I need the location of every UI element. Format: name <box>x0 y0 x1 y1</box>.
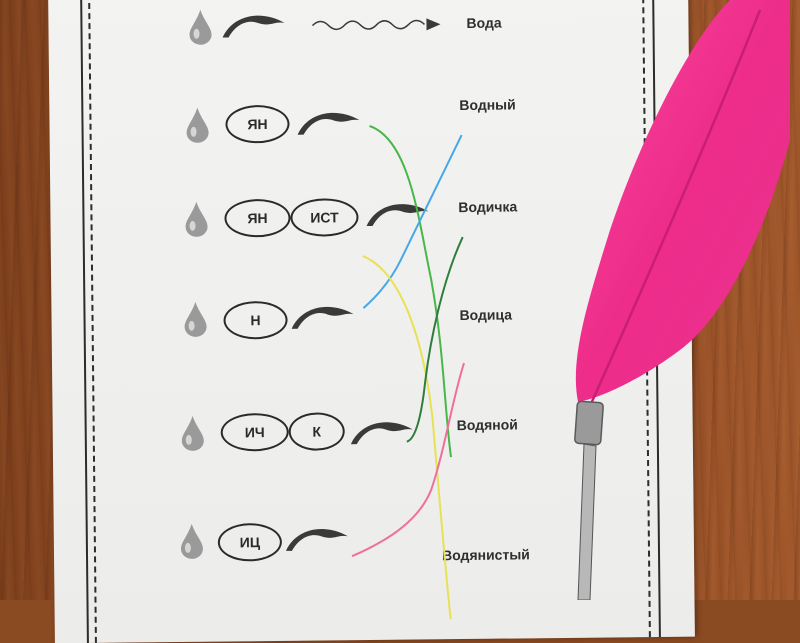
water-drop-icon <box>189 9 212 45</box>
root-mark-icon <box>366 204 429 227</box>
water-drop-icon <box>186 107 209 143</box>
worksheet-paper: Вода ЯН Водный ЯН ИСТ Водичка Н Водица И… <box>48 0 695 643</box>
suffix-oval: К <box>288 412 345 451</box>
row-4: Н Водица <box>51 299 692 366</box>
water-drop-icon <box>184 301 207 337</box>
root-mark-icon <box>350 422 413 445</box>
word-vodichka: Водичка <box>458 198 518 216</box>
row-6: ИЦ Водянистый <box>54 521 695 588</box>
pencil-line-green <box>369 125 452 458</box>
row-3: ЯН ИСТ Водичка <box>50 198 691 266</box>
water-drop-icon <box>180 523 203 559</box>
wavy-arrow-icon <box>311 18 441 31</box>
water-drop-icon <box>181 415 204 451</box>
suffix-oval: ИЦ <box>217 522 283 562</box>
root-mark-icon <box>297 112 360 135</box>
root-mark-icon <box>291 306 354 329</box>
water-drop-icon <box>185 201 208 237</box>
suffix-oval: ЯН <box>224 198 291 238</box>
word-vodyanisty: Водянистый <box>441 546 530 564</box>
row-2: ЯН Водный <box>49 95 690 162</box>
root-mark-icon <box>222 15 285 38</box>
suffix-oval: ЯН <box>225 104 290 144</box>
word-voda: Вода <box>466 14 502 31</box>
row-5: ИЧ К Водяной <box>53 412 694 482</box>
root-mark-icon <box>285 529 348 551</box>
suffix-oval: ИЧ <box>220 412 289 452</box>
word-vodny: Водный <box>459 96 516 114</box>
word-vodyanoy: Водяной <box>456 416 518 434</box>
suffix-oval: ИСТ <box>290 198 359 237</box>
row-1: Вода <box>48 3 689 70</box>
suffix-oval: Н <box>223 300 288 340</box>
word-voditsa: Водица <box>459 306 513 324</box>
